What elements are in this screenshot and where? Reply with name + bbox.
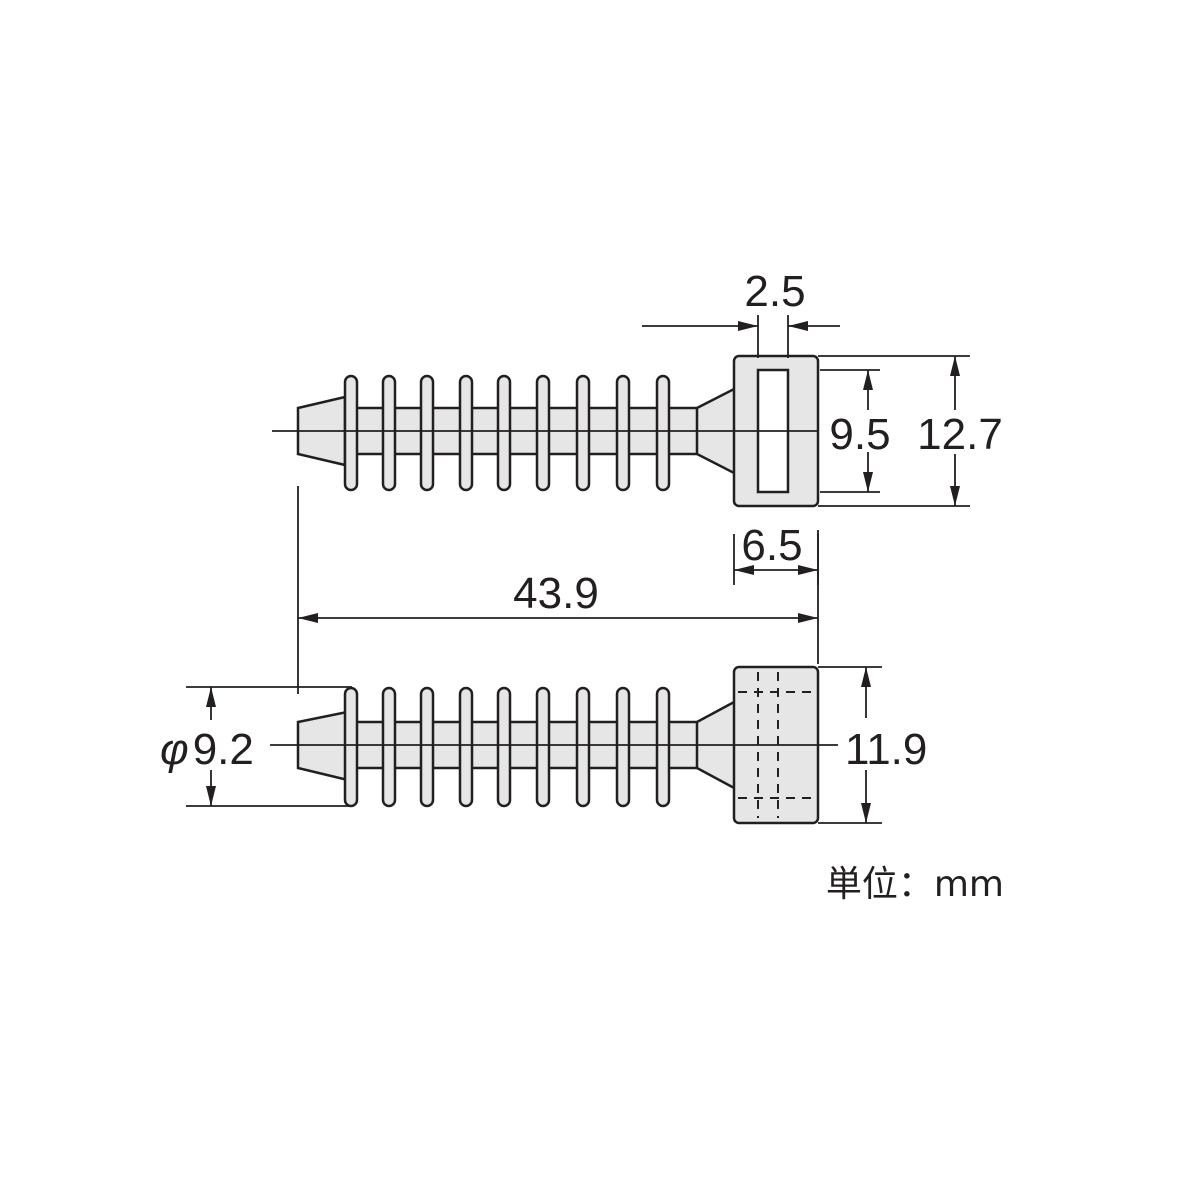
side-fin	[535, 686, 551, 808]
shank-dia-arrow-bottom	[206, 786, 216, 806]
slot-width-arrow-left	[738, 321, 758, 331]
head-length-label: 6.5	[741, 521, 802, 570]
top-fin	[655, 374, 671, 492]
slot-width-label: 2.5	[744, 267, 805, 316]
top-fin	[496, 374, 512, 492]
side-fin	[615, 686, 631, 808]
slot-width-arrow-right	[788, 321, 808, 331]
side-fin	[343, 686, 359, 808]
side-view: φ9.2 11.9	[160, 665, 927, 825]
shank-dia-arrow-top	[206, 687, 216, 707]
top-fin	[535, 374, 551, 492]
shank-dia-label: φ9.2	[160, 725, 254, 774]
unit-label: 単位：mm	[826, 864, 1004, 905]
top-fin	[575, 374, 591, 492]
side-head-height-arrow-top	[861, 667, 871, 687]
head-height-label: 12.7	[917, 410, 1003, 459]
top-fin	[343, 374, 359, 492]
side-fins	[343, 686, 671, 808]
top-fin	[419, 374, 435, 492]
side-fin	[419, 686, 435, 808]
top-fin	[458, 374, 474, 492]
slot-height-label: 9.5	[829, 410, 890, 459]
head-height-arrow-bottom	[950, 486, 960, 506]
side-fin	[458, 686, 474, 808]
top-fins	[343, 374, 671, 492]
overall-length-arrow-left	[298, 613, 318, 623]
overall-length-label: 43.9	[513, 569, 599, 618]
diameter-symbol: φ	[160, 725, 189, 774]
top-fin	[381, 374, 397, 492]
head-length-arrow-left	[734, 565, 754, 575]
head-length-arrow-right	[798, 565, 818, 575]
side-fin	[655, 686, 671, 808]
slot-height-arrow-bottom	[863, 472, 873, 492]
head-height-arrow-top	[950, 356, 960, 376]
top-fin	[615, 374, 631, 492]
side-head-height-label: 11.9	[845, 725, 927, 774]
top-view: 2.5 9.5 12.7 6.5	[272, 267, 1003, 585]
overall-length-arrow-right	[798, 613, 818, 623]
slot-height-arrow-top	[863, 370, 873, 390]
side-head-height-arrow-bottom	[861, 803, 871, 823]
shank-dia-value: 9.2	[193, 725, 254, 774]
overall-length-dimension: 43.9	[297, 486, 819, 694]
side-fin	[575, 686, 591, 808]
side-fin	[496, 686, 512, 808]
side-fin	[381, 686, 397, 808]
